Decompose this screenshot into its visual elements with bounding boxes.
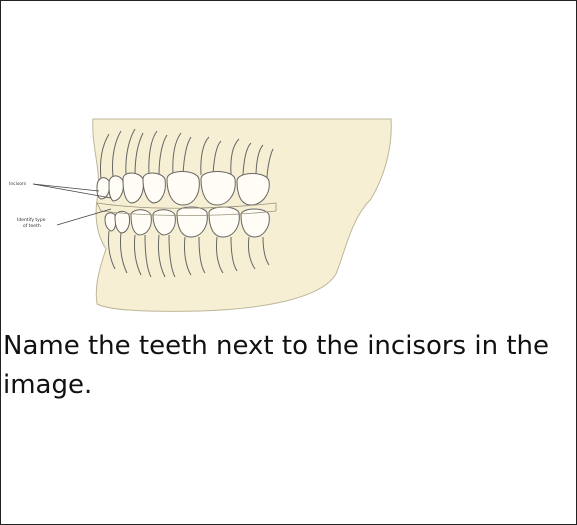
label-incisors: Incisors [9,181,27,187]
question-text: Name the teeth next to the incisors in t… [3,327,563,405]
jaw-illustration: Incisors Identify type of teeth [1,99,401,319]
jaw-diagram: Incisors Identify type of teeth [1,99,401,319]
label-identify-2: of teeth [23,223,41,229]
label-identify: Identify type [17,217,46,223]
